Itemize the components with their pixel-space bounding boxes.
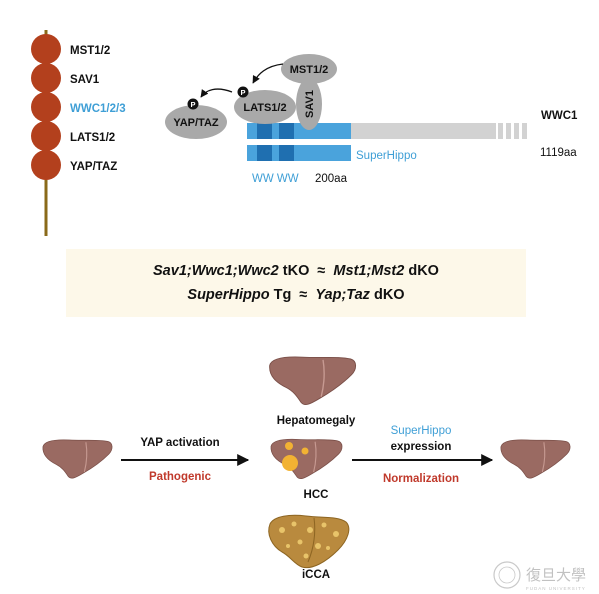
lats-to-yap-arrow	[200, 88, 233, 98]
pathway-skewer: MST1/2 SAV1 WWC1/2/3 LATS1/2 YAP/TAZ	[31, 30, 126, 236]
wwc1-ww-domain-1	[257, 123, 272, 139]
stack-label-yap: YAP/TAZ	[70, 161, 117, 173]
stack-label-lats: LATS1/2	[70, 132, 115, 144]
hepatomegaly-liver-icon	[268, 356, 357, 406]
bead-yap	[31, 150, 61, 180]
phospho-lats-icon	[237, 86, 249, 98]
stack-label-mst: MST1/2	[70, 45, 110, 57]
lats-label: LATS1/2	[243, 102, 286, 114]
wwc1-bar-dash	[498, 123, 527, 139]
fudan-logo: 復旦大學 FUDAN UNIVERSITY	[493, 561, 586, 591]
stack-label-wwc: WWC1/2/3	[70, 103, 126, 115]
liver-flow: Hepatomegaly HCC iCCA YAP activation Pat…	[42, 356, 571, 581]
fudan-logo-chars: 復旦大學	[526, 566, 586, 584]
expression-label: expression	[391, 441, 452, 453]
icca-liver-icon	[268, 514, 350, 569]
fudan-seal-icon	[493, 561, 521, 589]
superhippo-ww-domain-1	[257, 145, 272, 161]
eq2-genotype-a: SuperHippo	[187, 287, 270, 303]
mst-oval	[281, 54, 337, 84]
bead-lats	[31, 121, 61, 151]
yap-label: YAP/TAZ	[173, 117, 219, 129]
bead-mst	[31, 34, 61, 64]
superhippo-label: SuperHippo	[356, 150, 417, 162]
eq1-sep: tKO ≈	[278, 263, 334, 279]
wwc1-bar-gray	[350, 123, 496, 139]
phospho-yap-label: P	[190, 100, 195, 109]
hepatomegaly-label: Hepatomegaly	[277, 415, 356, 427]
sav-oval	[296, 78, 322, 130]
eq1-genotype-b: Mst1;Mst2	[333, 263, 405, 279]
equivalence-box: Sav1;Wwc1;Wwc2 tKO ≈ Mst1;Mst2 dKO Super…	[66, 249, 526, 317]
wwc1-label: WWC1	[541, 110, 578, 122]
sav-label: SAV1	[304, 90, 316, 118]
bead-wwc	[31, 92, 61, 122]
wwc1-bar-blue	[247, 123, 351, 139]
equivalence-line-1: Sav1;Wwc1;Wwc2 tKO ≈ Mst1;Mst2 dKO	[66, 263, 526, 279]
mst-label: MST1/2	[290, 64, 329, 76]
equivalence-line-2: SuperHippo Tg ≈ Yap;Taz dKO	[66, 287, 526, 303]
normalized-liver-icon	[500, 439, 571, 479]
eq1-genotype-a: Sav1;Wwc1;Wwc2	[153, 263, 279, 279]
normal-liver-icon	[42, 439, 113, 479]
eq1-suffix: dKO	[404, 263, 439, 279]
phospho-yap-icon	[187, 98, 199, 110]
icca-label: iCCA	[302, 569, 330, 581]
eq2-genotype-b: Yap;Taz	[315, 287, 370, 303]
fudan-logo-sub: FUDAN UNIVERSITY	[526, 586, 586, 591]
mst-to-lats-arrow	[252, 63, 284, 84]
superhippo-expression-label: SuperHippo	[391, 425, 452, 437]
hcc-label: HCC	[304, 489, 329, 501]
yap-activation-label: YAP activation	[140, 437, 219, 449]
hcc-liver-icon	[270, 438, 343, 480]
lats-oval	[234, 90, 296, 124]
phospho-lats-label: P	[240, 88, 245, 97]
wwc1-ww-domain-2	[279, 123, 294, 139]
eq2-sep: Tg ≈	[269, 287, 316, 303]
bead-sav	[31, 63, 61, 93]
domain-map: WWC1 1119aa SuperHippo WW WW 200aa	[247, 110, 578, 185]
stack-label-sav: SAV1	[70, 74, 100, 86]
eq2-suffix: dKO	[369, 287, 405, 303]
normalization-label: Normalization	[383, 473, 459, 485]
superhippo-bar	[247, 145, 351, 161]
superhippo-length: 200aa	[315, 173, 348, 185]
yap-oval	[165, 105, 227, 139]
pathogenic-label: Pathogenic	[149, 471, 212, 483]
ww-label: WW WW	[252, 173, 299, 185]
superhippo-ww-domain-2	[279, 145, 294, 161]
wwc1-length: 1119aa	[540, 147, 577, 159]
pathway-complex: SAV1 MST1/2 LATS1/2 YAP/TAZ P P	[165, 54, 337, 139]
